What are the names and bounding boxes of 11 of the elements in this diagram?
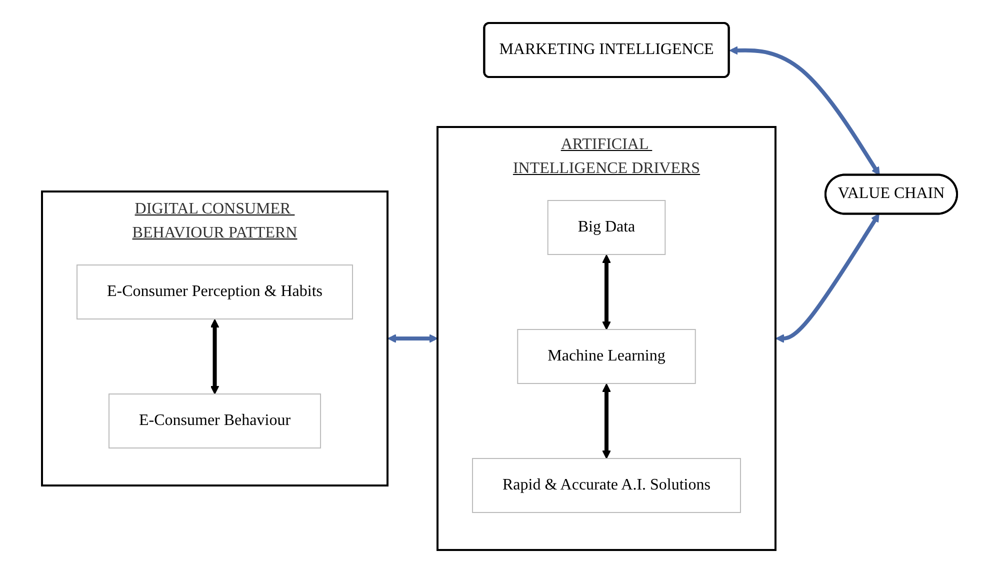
node-box: Big Data: [548, 200, 666, 255]
node-box: E-Consumer Perception & Habits: [77, 264, 354, 320]
node-box: E-Consumer Behaviour: [108, 394, 322, 448]
arrow: [602, 384, 612, 459]
arrow: [602, 254, 612, 330]
node-box: Machine Learning: [518, 329, 696, 384]
arrow: [730, 46, 880, 176]
arrow: [210, 319, 220, 394]
arrow: [388, 334, 438, 343]
arrow: [776, 213, 880, 343]
node-box: Rapid & Accurate A.I. Solutions: [472, 458, 742, 513]
